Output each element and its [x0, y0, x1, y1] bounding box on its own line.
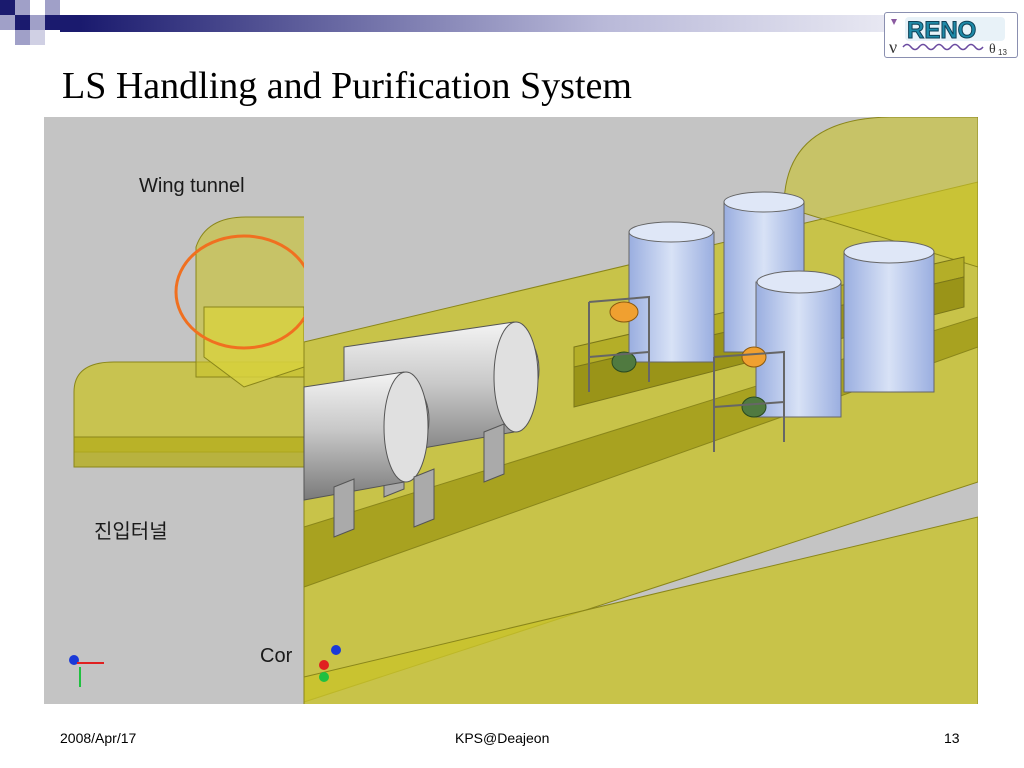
entrance-tunnel-label: 진입터널	[94, 521, 168, 543]
logo-theta: θ	[989, 42, 996, 57]
logo-text: RENO	[907, 17, 976, 44]
logo-theta-sub: 13	[998, 48, 1007, 57]
slide-title: LS Handling and Purification System	[62, 65, 632, 107]
purification-tank	[628, 221, 715, 363]
footer-date: 2008/Apr/17	[60, 730, 137, 746]
wing-tunnel-label: Wing tunnel	[139, 175, 245, 197]
reno-logo: RENO ν θ 13	[884, 12, 1018, 58]
render-drawing	[44, 117, 978, 704]
purification-tank	[843, 240, 935, 393]
footer-center: KPS@Deajeon	[455, 730, 550, 746]
ls-system-render: Wing tunnel 진입터널 Cor	[44, 117, 978, 704]
axis-triad-left	[69, 655, 104, 687]
axis-triad-right	[319, 645, 341, 682]
logo-nu: ν	[889, 37, 897, 57]
corner-square-decoration	[0, 0, 1024, 48]
storage-tank	[303, 371, 435, 538]
purification-tank	[755, 270, 842, 418]
footer-page-number: 13	[944, 730, 960, 746]
cropped-label: Cor	[260, 645, 293, 667]
title-bar-gradient	[0, 0, 1024, 45]
